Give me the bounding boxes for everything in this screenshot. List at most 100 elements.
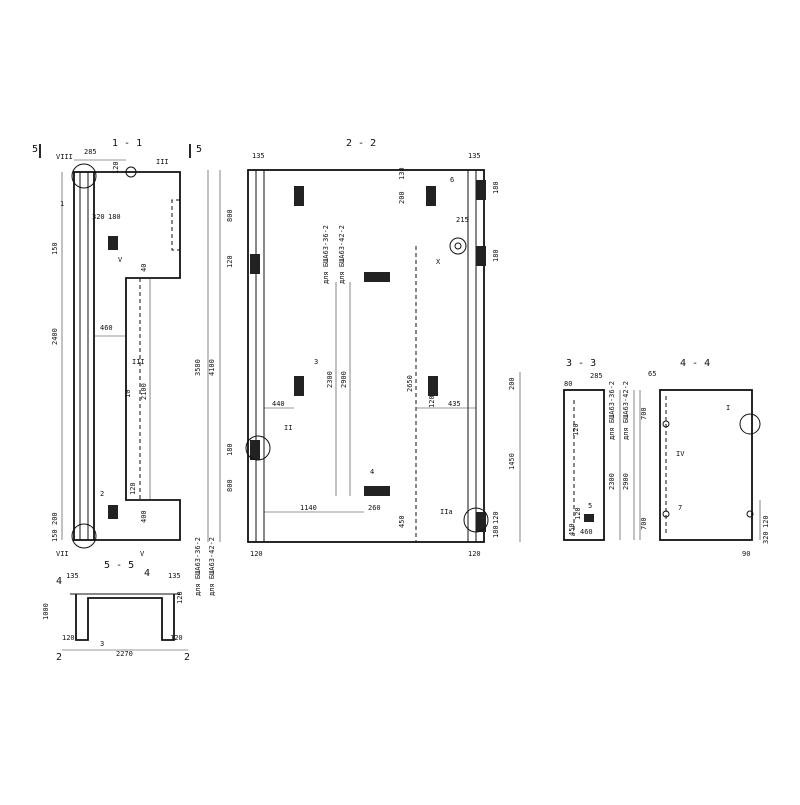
section-1-1-title: 1 - 1 [112, 138, 142, 149]
cut-mark-left-label: 5 [32, 144, 38, 155]
drawing-label: 200 [51, 512, 59, 525]
opening-left-mid [294, 376, 304, 396]
drawing-label: III [156, 158, 169, 166]
drawing-label: 2400 [51, 328, 59, 345]
detail-circle-bottom [71, 523, 97, 549]
drawing-label: II [284, 424, 292, 432]
drawing-label: 700 [640, 517, 648, 530]
drawing-label: 180 [492, 249, 500, 262]
detail-circle-IIa [463, 507, 489, 533]
drawing-label: 460 [580, 528, 593, 536]
drawing-label: 1 [60, 200, 64, 208]
opening-upper-left [294, 186, 304, 206]
drawing-label: 135 [252, 152, 265, 160]
drawing-label: 2270 [116, 650, 133, 658]
section-2-2-outline [247, 169, 485, 543]
insert-upper [108, 236, 118, 250]
drawing-label: 120 [129, 482, 137, 495]
drawing-label: 120 [112, 161, 120, 174]
detail-circle-I [739, 413, 761, 435]
section-5-5-title: 5 - 5 [104, 560, 134, 571]
drawing-label: 440 [272, 400, 285, 408]
detail-circle-II [245, 435, 271, 461]
drawing-label: 2650 [406, 375, 414, 392]
drawing-label: 320 [92, 213, 105, 221]
drawing-label: IV [676, 450, 685, 458]
drawing-label: 120 [572, 423, 580, 436]
drawing-label: 2 [184, 652, 190, 663]
drawing-label: 285 [84, 148, 97, 156]
drawing-label: 5 [588, 502, 592, 510]
section-4-4-title: 4 - 4 [680, 358, 710, 369]
drawing-label: 435 [448, 400, 461, 408]
drawing-label: для БША63-36-2 [608, 381, 616, 440]
drawing-label: для БША63-36-2 [194, 537, 202, 596]
drawing-label: 65 [648, 370, 656, 378]
drawing-label: 120 [226, 255, 234, 268]
drawing-label: для БША63-42-2 [338, 225, 346, 284]
section-3-3: 3 - 3 80 285 2300 2900 450 120 120 460 д… [563, 358, 635, 541]
section-3-3-outline [563, 389, 605, 541]
drawing-label: для БША63-42-2 [622, 381, 630, 440]
drawing-label: 120 [428, 395, 436, 408]
section-5-5-outline [75, 594, 175, 641]
drawing-label: для БША63-42-2 [208, 537, 216, 596]
drawing-label: 450 [398, 515, 406, 528]
drawing-label: 135 [468, 152, 481, 160]
drawing-label: 460 [100, 324, 113, 332]
drawing-label: 7 [678, 504, 682, 512]
drawing-label: 200 [398, 191, 406, 204]
drawing-label: 120 [170, 634, 183, 642]
drawing-label: 4 [370, 468, 374, 476]
opening-middle [364, 272, 390, 282]
opening-lower [364, 486, 390, 496]
drawing-label: 120 [468, 550, 481, 558]
drawing-label: 120 [250, 550, 263, 558]
section-3-3-title: 3 - 3 [566, 358, 596, 369]
section-4-4-outline [659, 389, 753, 541]
drawing-label: 6 [450, 176, 454, 184]
drawing-label: 215 [456, 216, 469, 224]
drawing-label: 800 [226, 209, 234, 222]
section-1-1-outline [94, 171, 181, 541]
drawing-label: 90 [742, 550, 750, 558]
section-1-1: 1 - 1 5 5 285 120 320 180 150 2400 460 1… [32, 138, 202, 558]
drawing-label: VII [56, 550, 69, 558]
drawing-label: V [140, 550, 145, 558]
drawing-label: 180 [492, 525, 500, 538]
drawing-label: 450 [568, 523, 576, 536]
section-5-5: 5 - 5 135 135 1000 120 120 120 2270 3 4 … [42, 560, 190, 663]
drawing-label: 2900 [340, 371, 348, 388]
drawing-label: 285 [590, 372, 603, 380]
detail-circle-top [71, 163, 97, 189]
drawing-label: 200 [508, 377, 516, 390]
drawing-label: 2 [56, 652, 62, 663]
drawing-label: 2900 [622, 473, 630, 490]
drawing-label: 10 [124, 390, 132, 398]
drawing-label: 120 [574, 507, 582, 520]
drawing-label: 1000 [42, 603, 50, 620]
drawing-label: 150 [51, 529, 59, 542]
drawing-label: для БША63-36-2 [322, 225, 330, 284]
drawing-label: 3580 [194, 359, 202, 376]
drawing-label: 120 [762, 515, 770, 528]
drawing-label: V [118, 256, 123, 264]
drawing-label: 4 [144, 568, 150, 579]
drawing-label: 80 [564, 380, 572, 388]
opening-right-mid [428, 376, 438, 396]
drawing-label: 135 [66, 572, 79, 580]
drawing-label: 2300 [326, 371, 334, 388]
section-2-2: 2 - 2 135 135 800 [194, 138, 521, 596]
opening-upper-right [426, 186, 436, 206]
drawing-label: I [726, 404, 730, 412]
drawing-label: IIa [440, 508, 453, 516]
drawing-label: 260 [368, 504, 381, 512]
drawing-label: 3 [100, 640, 104, 648]
drawing-label: 130 [398, 167, 406, 180]
drawing-label: 180 [492, 181, 500, 194]
wall-column-left [73, 171, 95, 541]
drawing-label: 120 [62, 634, 75, 642]
drawing-label: 2100 [140, 383, 148, 400]
drawing-label: 120 [492, 511, 500, 524]
